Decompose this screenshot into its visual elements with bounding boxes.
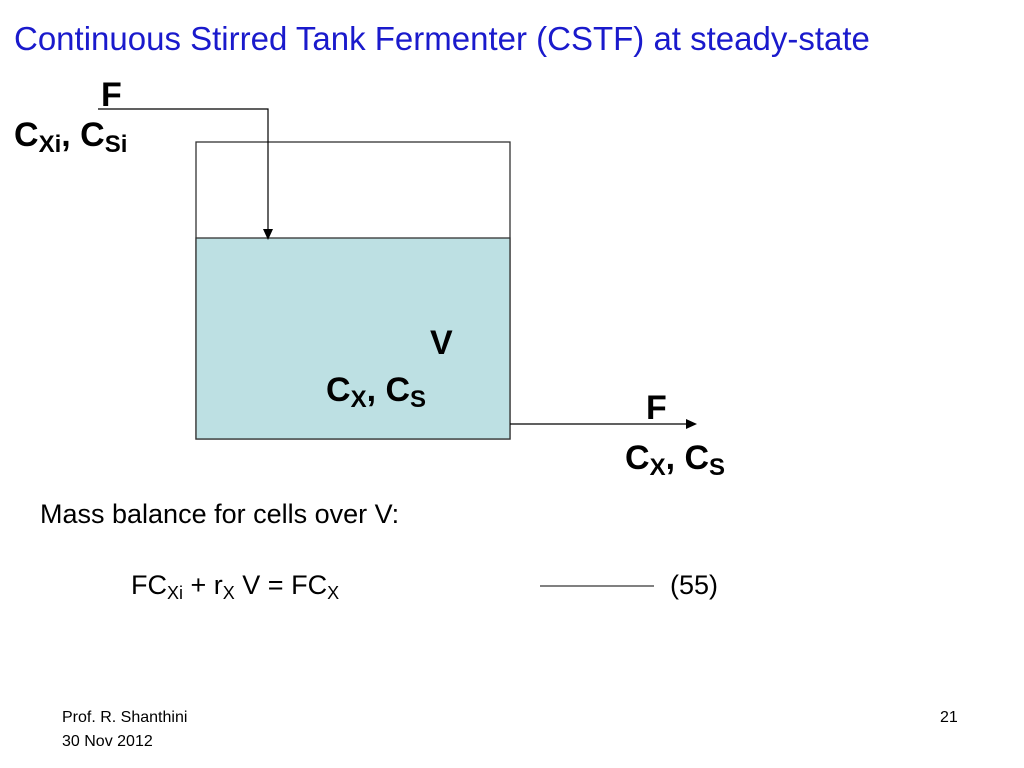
mass-balance-heading: Mass balance for cells over V: [40,499,400,529]
mass-balance-equation: FCXi + rX V = FCX [131,570,340,603]
slide-page-number: 21 [940,709,958,726]
inlet-flow-label: F [101,76,122,114]
volume-label: V [430,324,453,362]
footer-date: 30 Nov 2012 [62,733,153,750]
slide-title: Continuous Stirred Tank Fermenter (CSTF)… [14,20,870,57]
footer-author-date: Prof. R. Shanthini 30 Nov 2012 [62,706,187,754]
footer-author: Prof. R. Shanthini [62,709,188,726]
equation-number: (55) [670,570,719,600]
outlet-concentration-label: CX, CS [625,439,726,481]
inlet-concentration-label: CXi, CSi [14,116,128,158]
inlet-line [98,108,269,234]
tank-liquid [195,237,511,440]
tank-concentration-label: CX, CS [326,371,427,413]
inlet-arrow-head [263,229,273,240]
outlet-flow-label: F [646,389,667,427]
outlet-arrow-head [686,419,697,429]
